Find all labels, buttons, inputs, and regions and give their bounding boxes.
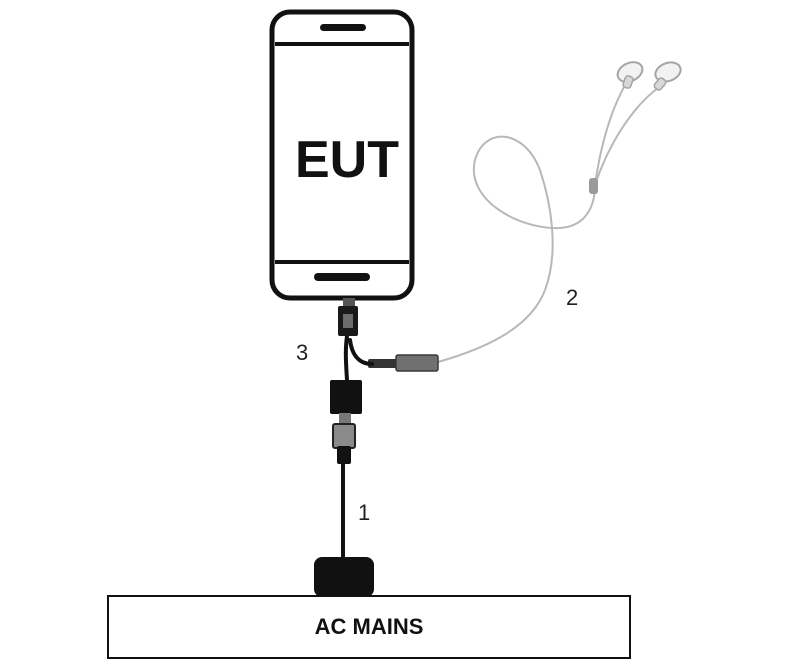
adapter-block bbox=[330, 380, 362, 414]
earphone-cable bbox=[437, 79, 659, 363]
callout-3: 3 bbox=[296, 340, 309, 365]
charger-cable-connector bbox=[332, 413, 356, 464]
earbud-right-icon bbox=[653, 61, 682, 91]
charger-plug-icon bbox=[314, 557, 374, 597]
audio-jack-plug bbox=[368, 354, 439, 372]
eut-label: EUT bbox=[295, 131, 399, 189]
adapter-cables bbox=[341, 334, 374, 562]
ac-mains-label: AC MAINS bbox=[314, 614, 424, 639]
callout-1: 1 bbox=[358, 500, 371, 525]
ac-mains-box bbox=[107, 595, 631, 659]
callout-2: 2 bbox=[566, 285, 579, 310]
earbud-left-icon bbox=[616, 61, 644, 89]
usb-c-connector-phone bbox=[338, 298, 358, 336]
phone-eut-icon bbox=[269, 9, 415, 301]
earphone-slider bbox=[589, 178, 598, 194]
